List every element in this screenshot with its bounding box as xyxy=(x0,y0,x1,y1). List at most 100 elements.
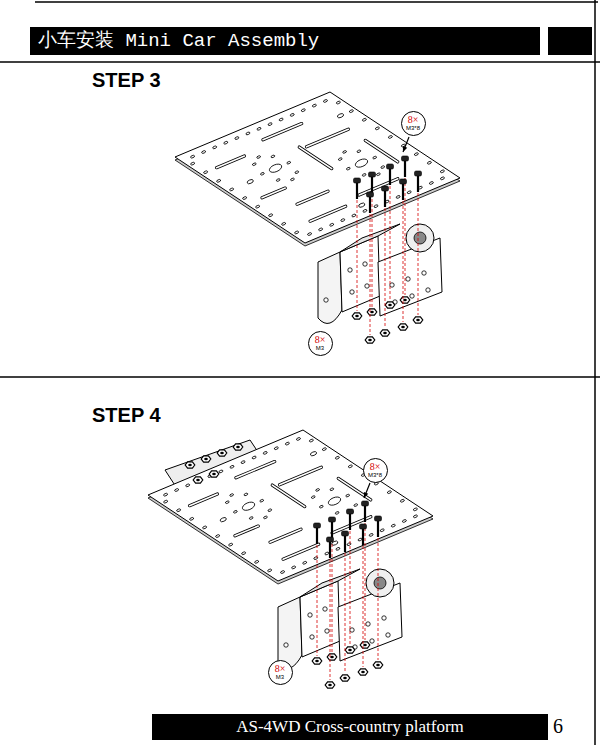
mount-hole xyxy=(287,161,291,164)
screw-head xyxy=(360,524,367,529)
screw-size: M3 xyxy=(316,345,324,352)
mount-hole xyxy=(203,170,208,174)
screw-shaft xyxy=(371,177,373,193)
mount-hole xyxy=(249,516,253,519)
screw-head xyxy=(382,186,389,191)
slot xyxy=(280,467,322,485)
callout-circle: 8×M3*8 xyxy=(363,458,388,483)
screw-head xyxy=(347,509,354,514)
slot xyxy=(283,544,319,559)
bracket-hole xyxy=(325,629,329,633)
mount-hole xyxy=(274,446,279,450)
bracket-hole xyxy=(350,628,354,632)
screw-shaft xyxy=(384,191,386,207)
mount-hole xyxy=(396,195,401,199)
mount-hole xyxy=(268,509,272,512)
slot xyxy=(262,188,285,198)
mount-hole xyxy=(252,163,256,166)
bracket-hole xyxy=(426,288,430,292)
mount-hole xyxy=(235,136,240,140)
screw-shaft xyxy=(364,506,366,522)
page-title: 小车安装 Mini Car Assembly xyxy=(30,27,540,55)
hex-nut xyxy=(365,337,375,343)
mount-hole xyxy=(255,205,260,209)
bracket-hole xyxy=(406,277,410,281)
mount-hole xyxy=(295,171,299,174)
mount-hole xyxy=(174,488,179,492)
screw-shaft xyxy=(417,176,419,192)
chassis-plate xyxy=(148,430,433,581)
footer-bar: AS-4WD Cross-country platform xyxy=(152,714,548,740)
mount-hole xyxy=(185,484,190,488)
assembly-guide-line xyxy=(418,193,419,315)
mount-hole xyxy=(387,490,392,494)
screw-shaft xyxy=(349,514,351,530)
mount-hole xyxy=(381,165,385,168)
mount-hole xyxy=(263,516,267,519)
callout-circle: 8×M3 xyxy=(308,331,333,356)
screw-shaft xyxy=(356,183,358,199)
hex-nut xyxy=(360,642,370,648)
screw-head xyxy=(402,156,409,161)
bracket-top xyxy=(300,569,360,597)
motor-bracket xyxy=(378,238,442,316)
mount-hole xyxy=(369,533,374,537)
screw-size: M3*8 xyxy=(368,472,382,479)
mount-hole xyxy=(215,534,220,538)
mount-hole xyxy=(340,218,345,222)
screw-shaft xyxy=(344,536,346,552)
mount-hole xyxy=(190,155,195,159)
mount-hole xyxy=(229,188,234,192)
mount-hole xyxy=(363,209,368,213)
mount-hole xyxy=(427,161,432,165)
slot xyxy=(235,526,258,536)
hex-nut xyxy=(367,309,377,315)
mount-hole xyxy=(402,519,407,523)
mount-hole xyxy=(241,460,246,464)
mount-hole xyxy=(189,517,194,521)
hex-nut xyxy=(185,462,195,468)
mount-hole xyxy=(342,150,346,153)
screw-head xyxy=(354,178,361,183)
frame-line xyxy=(0,61,600,63)
slot xyxy=(236,462,275,478)
bracket-top xyxy=(340,224,400,252)
mount-hole xyxy=(256,155,260,158)
nut-hole xyxy=(330,656,334,659)
assembly-guide-line xyxy=(330,559,331,680)
screw-shaft xyxy=(331,522,333,538)
motor-bracket xyxy=(340,236,380,312)
assembly-guide-line xyxy=(385,208,386,328)
nut-hole xyxy=(403,299,407,302)
hex-nut xyxy=(413,317,423,323)
nut-hole xyxy=(315,660,319,663)
mount-hole xyxy=(376,173,380,176)
mount-hole xyxy=(354,157,369,168)
screw-head xyxy=(329,517,336,522)
mount-hole xyxy=(219,470,224,474)
screw-head xyxy=(342,531,349,536)
mount-hole xyxy=(246,132,251,136)
hex-nut xyxy=(385,302,395,308)
slot xyxy=(270,529,301,542)
mount-hole xyxy=(414,152,419,156)
mount-hole xyxy=(228,543,233,547)
assembly-guide-line xyxy=(350,531,351,645)
mount-hole xyxy=(311,495,315,498)
hex-nut xyxy=(209,471,219,477)
assembly-guide-line xyxy=(365,523,366,640)
mount-hole xyxy=(163,500,168,504)
mount-hole xyxy=(362,118,367,122)
nut-hole xyxy=(328,684,332,687)
motor-disc xyxy=(366,569,394,597)
header-bar: 小车安装 Mini Car Assembly xyxy=(30,27,540,55)
slot xyxy=(307,129,349,147)
slot xyxy=(310,206,346,221)
screw-shaft xyxy=(316,528,318,544)
step-heading: STEP 4 xyxy=(92,404,161,427)
header-cap xyxy=(548,27,592,55)
slot xyxy=(263,124,302,140)
nut-hole xyxy=(361,671,365,674)
bracket-hole xyxy=(366,622,370,626)
mount-hole xyxy=(307,232,312,236)
